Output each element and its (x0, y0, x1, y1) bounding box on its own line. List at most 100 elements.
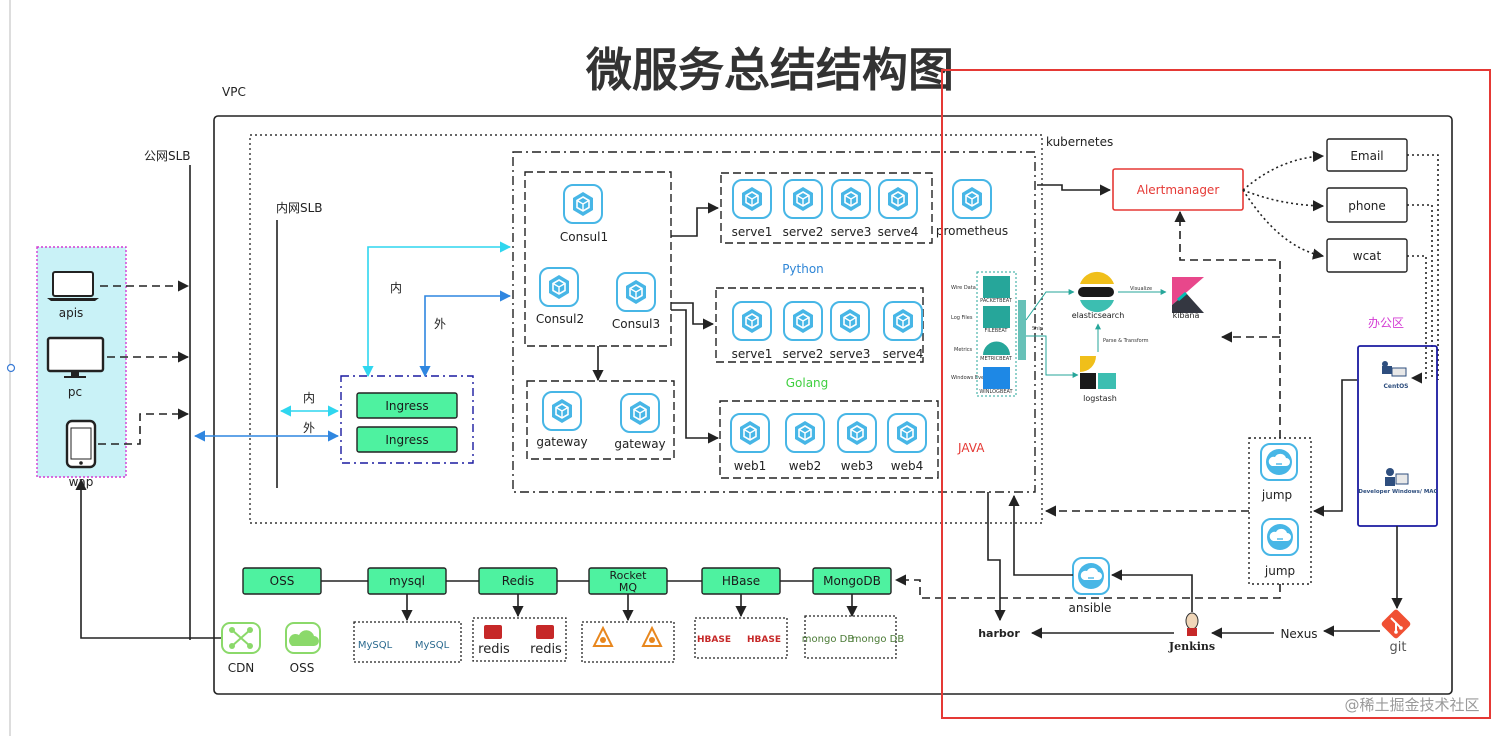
golang-serve4-icon (883, 301, 923, 341)
web2-icon (785, 413, 825, 453)
consul2-icon (539, 267, 579, 307)
ingress-button-2[interactable] (356, 426, 458, 453)
web2-label: web2 (789, 459, 821, 473)
mysql-logo-2: MySQL (415, 640, 450, 651)
jump2-icon (1261, 518, 1299, 556)
page-title: 微服务总结结构图 (585, 43, 954, 97)
gateway1-label: gateway (536, 435, 587, 449)
centos-icon (1382, 361, 1407, 377)
winlogbeat-icon (983, 367, 1010, 389)
ship-to-logstash-arrow (1026, 335, 1079, 378)
ansible-icon (1072, 557, 1110, 595)
jenkins-icon (1185, 612, 1199, 636)
ingress-label-1: Ingress (385, 399, 428, 413)
python-serve2-icon (783, 179, 823, 219)
filebeat-icon (983, 306, 1010, 328)
jump-group (1248, 437, 1312, 585)
consul1-icon (563, 184, 603, 224)
elk-input-windows: Windows Events (951, 375, 992, 381)
python-service-group (720, 172, 933, 244)
consul3-label: Consul3 (612, 317, 660, 331)
consul3-icon (616, 272, 656, 312)
kibana-label: kibana (1173, 311, 1200, 320)
ingress-inner-arrow (362, 241, 512, 378)
mysql-logo-box (353, 621, 462, 663)
mysql-logo-1: MySQL (358, 640, 393, 651)
wap-to-slb-arrow (98, 408, 190, 445)
prometheus-icon (952, 179, 992, 219)
python-serve3-icon (831, 179, 871, 219)
left-handle[interactable] (6, 363, 16, 373)
consul-to-python-arrow (671, 202, 720, 237)
packetbeat-label: PACKETBEAT (980, 298, 1013, 304)
consul2-label: Consul2 (536, 312, 584, 326)
elk-input-metrics: Metrics (954, 347, 973, 353)
python-serve4-icon (878, 179, 918, 219)
redis-logo-1: redis (478, 642, 510, 657)
elk-stack: Wire Data Log Files Metrics Windows Even… (951, 271, 1204, 403)
cdn-label: CDN (228, 661, 255, 675)
metricbeat-label: METRICBEAT (980, 356, 1013, 362)
ship-bar (1018, 300, 1026, 360)
packetbeat-icon (983, 276, 1010, 298)
centos-label: CentOS (1383, 383, 1408, 390)
rocketmq-icon-2-dot (649, 637, 655, 643)
vpc-container (213, 115, 1453, 695)
hbase-logo-2: HBASE (747, 635, 781, 645)
metricbeat-icon (983, 341, 1010, 355)
cdn-icon (221, 622, 261, 654)
mongodb-logo-1: mongo DB (802, 634, 855, 645)
logstash-label: logstash (1083, 394, 1117, 403)
golang-service-group (715, 287, 924, 363)
monitor-icon (46, 336, 105, 378)
web1-label: web1 (734, 459, 766, 473)
alertmanager-label: Alertmanager (1137, 183, 1220, 197)
outer-label-2: 外 (434, 317, 446, 331)
oss-store-label: OSS (270, 574, 295, 588)
services-container (512, 151, 1036, 493)
mongodb-store-label: MongoDB (823, 574, 881, 588)
filebeat-label: FILEBEAT (985, 328, 1009, 334)
kibana-logo (1172, 277, 1204, 313)
golang-serve2-label: serve2 (783, 347, 824, 361)
rocketmq-icon-1 (592, 625, 614, 647)
inner-label-1: 内 (303, 391, 315, 405)
python-serve1-label: serve1 (732, 225, 773, 239)
k8s-to-harbor-arrow (987, 492, 1006, 622)
gateway1-icon (542, 391, 582, 431)
golang-serve3-icon (830, 301, 870, 341)
web3-icon (837, 413, 877, 453)
oss-cloud-label: OSS (290, 661, 315, 675)
ship-label: Ship (1032, 326, 1043, 332)
consul-group (524, 171, 672, 347)
wcat-to-office-arrow (1407, 255, 1427, 384)
oss-store-button[interactable] (242, 567, 322, 595)
office-label: 办公区 (1368, 315, 1404, 330)
gateway-group (526, 380, 675, 460)
redis-icon-2 (536, 625, 554, 639)
golang-serve1-label: serve1 (732, 347, 773, 361)
elk-input-wire: Wire Data (951, 285, 976, 291)
consul-to-web-arrow (671, 309, 720, 444)
ingress-button-1[interactable] (356, 392, 458, 419)
jump1-icon (1260, 443, 1298, 481)
watermark: @稀土掘金技术社区 (1344, 696, 1479, 714)
phone-to-office-line (1407, 204, 1433, 380)
python-label: Python (782, 262, 824, 276)
vpc-label: VPC (222, 85, 246, 99)
redis-icon-1 (484, 625, 502, 639)
elk-input-logs: Log Files (951, 315, 973, 321)
cdn-to-wap-arrow (75, 478, 222, 639)
golang-serve2-icon (783, 301, 823, 341)
alert-to-phone-arrow (1242, 189, 1325, 212)
mongodb-logo-2: mongo DB (852, 634, 905, 645)
rocketmq-store-label-line1: Rocket (610, 569, 648, 582)
email-to-office-line (1407, 154, 1439, 380)
redis-logo-2: redis (530, 642, 562, 657)
mysql-store-label: mysql (389, 574, 425, 588)
web1-icon (730, 413, 770, 453)
mongodb-logo-box (804, 615, 897, 659)
rocketmq-logo-box (581, 621, 675, 663)
phone-label: phone (1348, 199, 1386, 213)
